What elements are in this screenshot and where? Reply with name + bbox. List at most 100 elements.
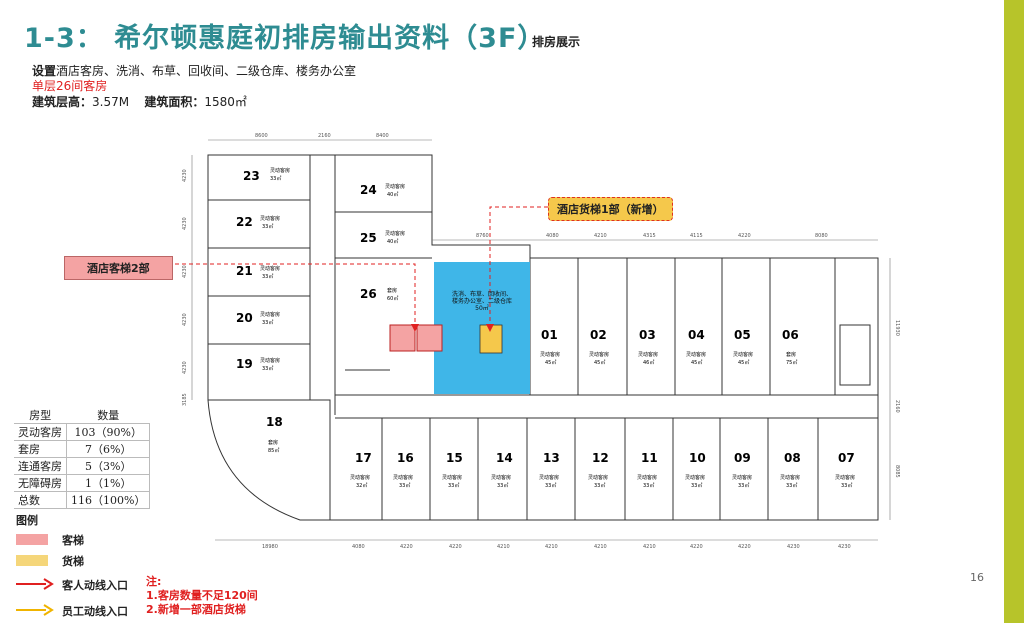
room-type: 灵动客房 — [385, 183, 405, 190]
room-number: 16 — [397, 451, 414, 465]
height-label: 建筑层高： — [32, 95, 93, 109]
room-area: 45㎡ — [691, 359, 702, 366]
room-type: 灵动客房 — [835, 474, 855, 481]
stats-type: 连通客房 — [14, 457, 67, 475]
service-area-line-1: 洗消、布草、回收间、 — [452, 290, 512, 298]
notes-title: 注: — [146, 575, 162, 588]
room-area: 33㎡ — [262, 319, 273, 326]
room-number: 11 — [641, 451, 658, 465]
room-area: 33㎡ — [497, 482, 508, 489]
room-type: 灵动客房 — [350, 474, 370, 481]
stats-count: 103（90%） — [65, 423, 151, 441]
room-number: 04 — [688, 328, 705, 342]
stats-header: 房型 — [29, 409, 52, 422]
room-area: 33㎡ — [262, 273, 273, 280]
room-area: 33㎡ — [448, 482, 459, 489]
room-area: 33㎡ — [262, 223, 273, 230]
room-number: 08 — [784, 451, 801, 465]
dim-label: 8080 — [815, 233, 828, 239]
room-area: 60㎡ — [387, 295, 398, 302]
dim-label: 4210 — [594, 544, 607, 550]
room-number: 14 — [496, 451, 513, 465]
room-type: 灵动客房 — [385, 230, 405, 237]
stats-type: 总数 — [14, 491, 67, 509]
dim-label: 8600 — [255, 133, 268, 139]
room-number: 05 — [734, 328, 751, 342]
dim-label: 4080 — [546, 233, 559, 239]
dimension-labels: 8600 2160 8400 8760 4080 4210 4315 4115 … — [182, 133, 900, 550]
room-type: 灵动客房 — [260, 357, 280, 364]
dim-label: 8400 — [376, 133, 389, 139]
room-area: 75㎡ — [786, 359, 797, 366]
room-number: 22 — [236, 215, 253, 229]
room-number: 13 — [543, 451, 560, 465]
dim-label: 4230 — [182, 169, 188, 182]
room-number: 21 — [236, 264, 253, 278]
room-type: 灵动客房 — [733, 351, 753, 358]
stats-header: 数量 — [97, 409, 120, 422]
service-lift-swatch — [16, 555, 48, 566]
guest-elevator-leader — [168, 263, 419, 332]
dim-label: 2160 — [318, 133, 331, 139]
description-line-2: 单层26间客房 — [32, 79, 108, 93]
room-area: 33㎡ — [399, 482, 410, 489]
room-area: 45㎡ — [738, 359, 749, 366]
room-number: 02 — [590, 328, 607, 342]
dim-label: 4220 — [449, 544, 462, 550]
description-line-3: 建筑层高：3.57M 建筑面积：1580㎡ — [32, 93, 247, 110]
room-number: 18 — [266, 415, 283, 429]
room-type: 灵动客房 — [732, 474, 752, 481]
dim-label: 4210 — [643, 544, 656, 550]
dim-label: 4230 — [182, 265, 188, 278]
note-item: 2.新增一部酒店货梯 — [146, 603, 246, 616]
dim-label: 4210 — [594, 233, 607, 239]
room-type: 灵动客房 — [637, 474, 657, 481]
service-area-size: 50㎡ — [475, 304, 489, 312]
room-area: 40㎡ — [387, 191, 398, 198]
dim-label: 18980 — [262, 544, 278, 550]
room-number: 01 — [541, 328, 558, 342]
room-area: 33㎡ — [594, 482, 605, 489]
room-type: 套房 — [387, 287, 397, 294]
room-number: 26 — [360, 287, 377, 301]
page-number: 16 — [970, 571, 984, 584]
room-type: 套房 — [268, 439, 278, 446]
room-area: 33㎡ — [691, 482, 702, 489]
room-type: 灵动客房 — [270, 167, 290, 174]
guest-elevator-1 — [389, 324, 416, 352]
room-type: 灵动客房 — [539, 474, 559, 481]
dim-label: 4080 — [352, 544, 365, 550]
stats-header-row: 房型 数量 — [14, 407, 150, 424]
legend-label-staff-route: 员工动线入口 — [62, 605, 128, 618]
room-type: 灵动客房 — [589, 351, 609, 358]
room-type: 灵动客房 — [491, 474, 511, 481]
dim-label: 4230 — [182, 217, 188, 230]
room-type: 套房 — [786, 351, 796, 358]
room-number: 20 — [236, 311, 253, 325]
dim-label: 4230 — [787, 544, 800, 550]
dim-label: 4315 — [643, 233, 656, 239]
guest-elevator-callout: 酒店客梯2部 — [64, 256, 173, 280]
